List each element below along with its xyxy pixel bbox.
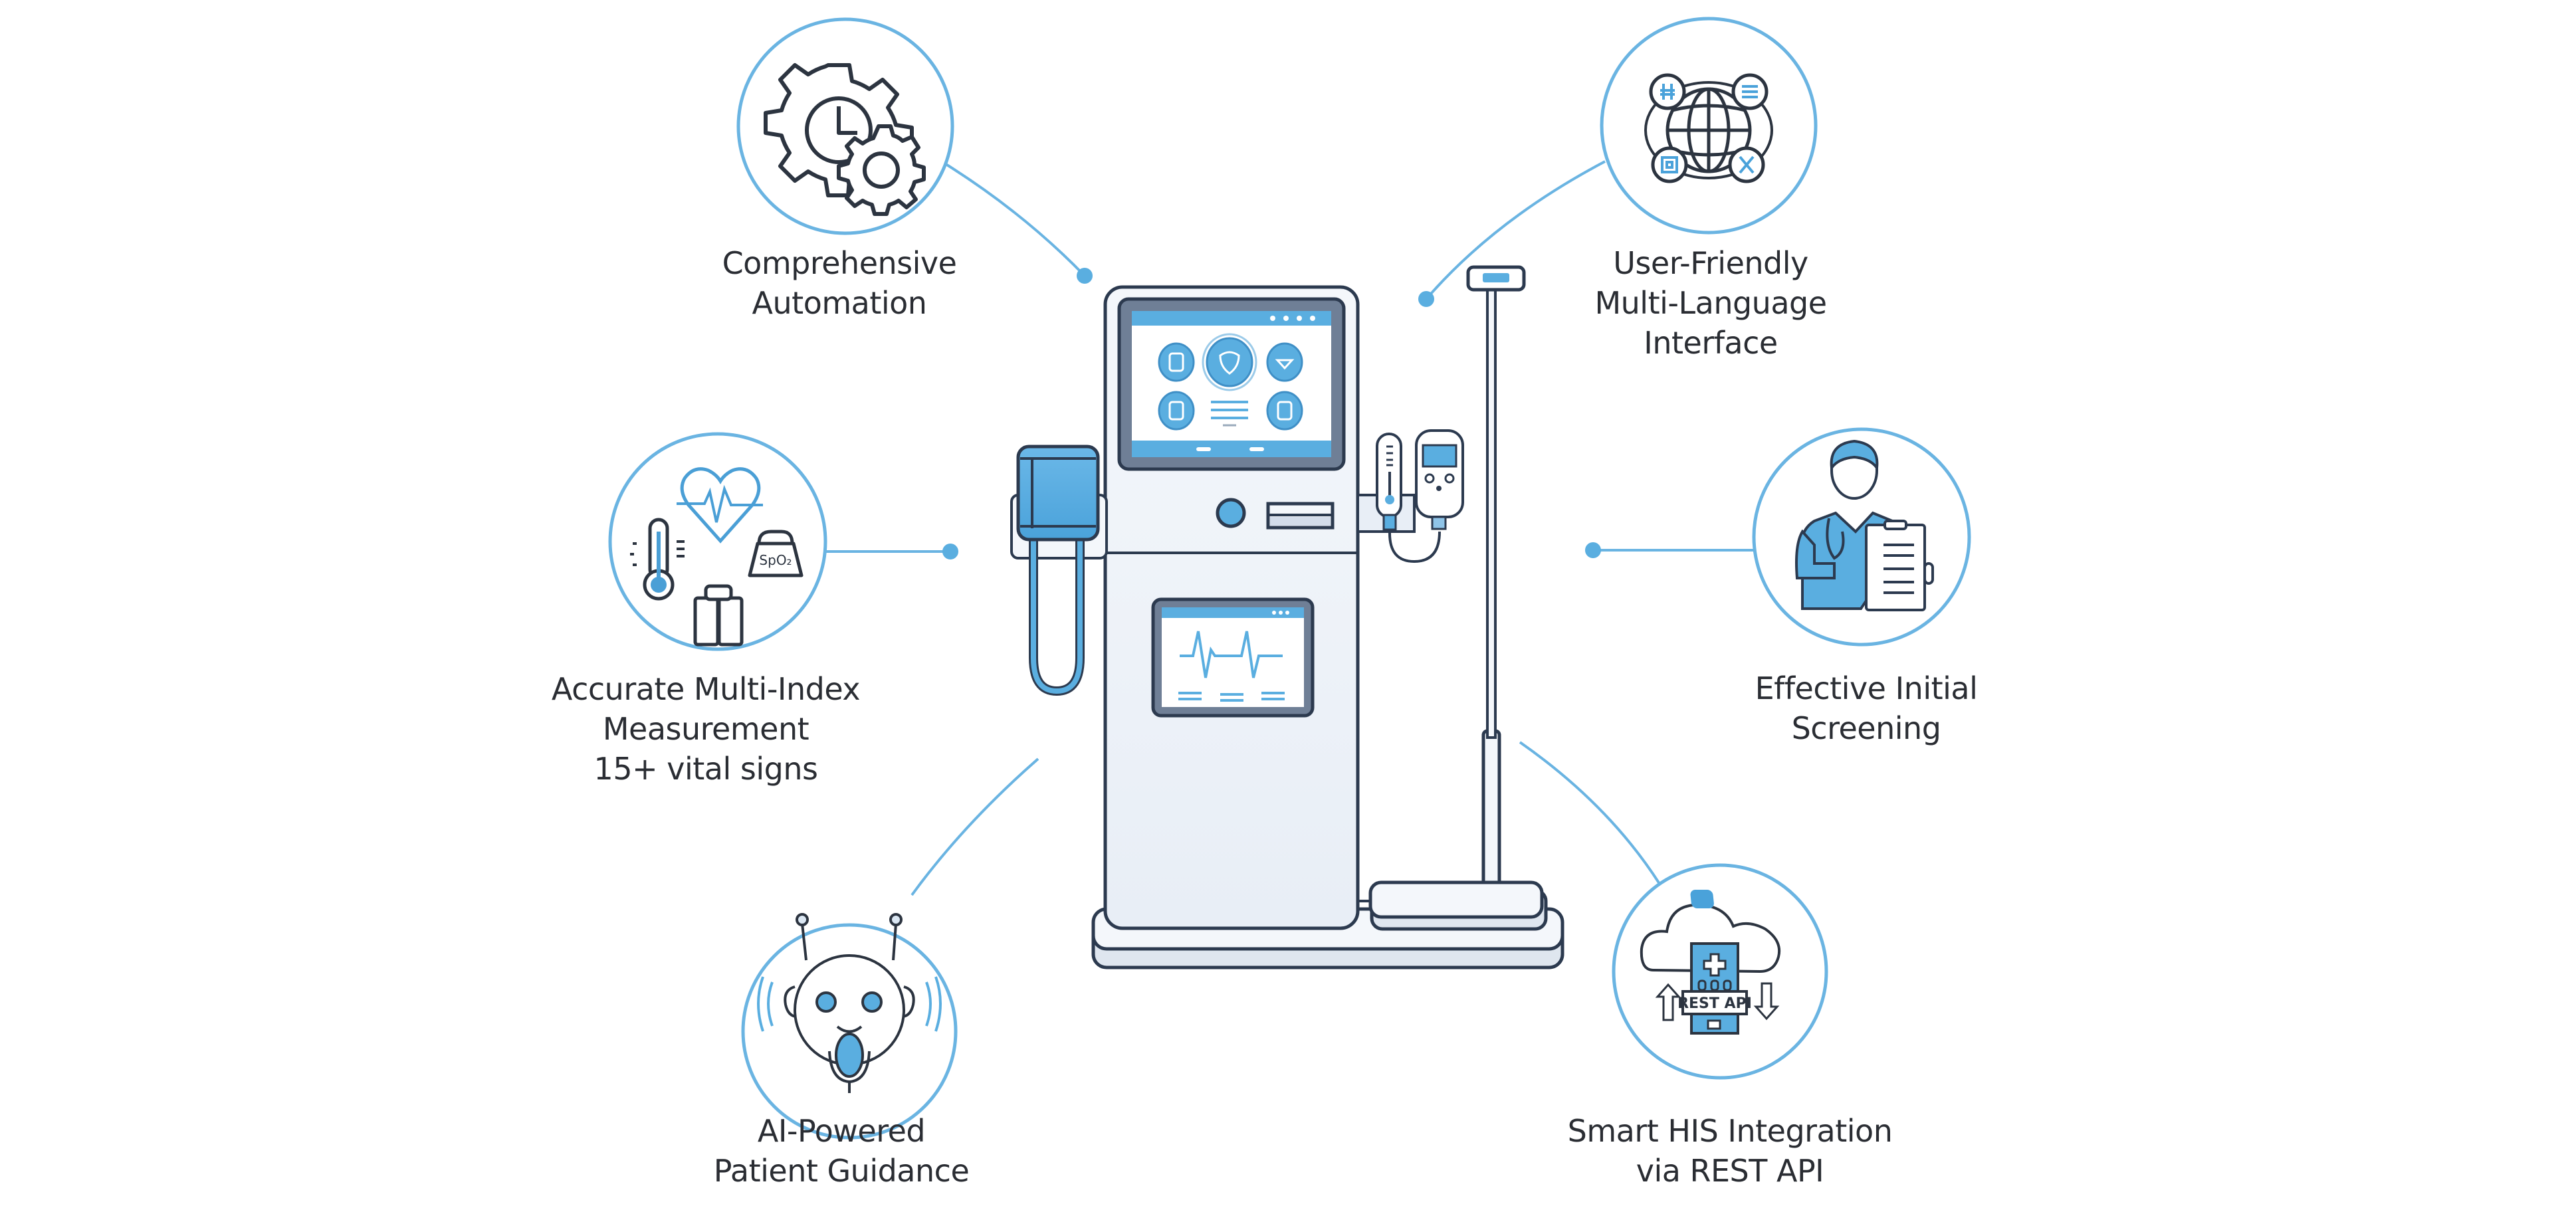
circle-automation — [736, 17, 954, 235]
feature-label-ai-guidance: AI-Powered Patient Guidance — [609, 1111, 1074, 1191]
label-line: Multi-Language — [1594, 285, 1827, 321]
label-line: Smart HIS Integration — [1567, 1113, 1893, 1149]
connector-dot-multi-language — [1418, 291, 1434, 307]
kiosk-main-screen — [1117, 297, 1346, 471]
label-line: Automation — [752, 285, 927, 321]
weight-label: SpO₂ — [759, 552, 792, 568]
cloud-hospital-api-icon: REST API — [1640, 903, 1780, 1035]
connector-dot-screening — [1585, 542, 1601, 558]
gear-clock-icon — [764, 63, 926, 216]
connector-multi-language — [1425, 160, 1606, 300]
label-line: Patient Guidance — [713, 1153, 970, 1189]
kiosk-button — [1216, 498, 1246, 528]
feature-label-measurement: Accurate Multi-Index Measurement 15+ vit… — [473, 669, 938, 789]
connector-lines — [825, 160, 1755, 896]
connector-automation — [942, 161, 1086, 277]
label-line: Interface — [1644, 325, 1778, 361]
label-line: Accurate Multi-Index — [551, 671, 861, 707]
connector-dot-automation — [1077, 268, 1093, 284]
vital-signs-icon: SpO₂ — [630, 467, 804, 647]
label-line: 15+ vital signs — [593, 751, 818, 787]
connector-dots — [942, 268, 1601, 559]
connector-dot-measurement — [942, 544, 958, 559]
label-line: Screening — [1791, 710, 1941, 746]
label-line: Comprehensive — [722, 245, 957, 281]
kiosk-ecg-screen — [1151, 597, 1315, 718]
connector-ai-guidance — [911, 758, 1039, 896]
kiosk-illustration — [1010, 265, 1714, 969]
globe-language-icon — [1644, 73, 1773, 183]
doctor-clipboard-icon — [1795, 439, 1934, 611]
connector-his-integration — [1519, 741, 1661, 885]
label-line: Measurement — [602, 711, 809, 747]
robot-assistant-icon — [757, 913, 942, 1093]
feature-label-multi-language: User-Friendly Multi-Language Interface — [1478, 243, 1943, 363]
label-line: Effective Initial — [1755, 670, 1978, 706]
kiosk-card-slot — [1266, 502, 1335, 530]
label-line: AI-Powered — [757, 1113, 926, 1149]
label-line: via REST API — [1636, 1153, 1824, 1189]
feature-label-screening: Effective Initial Screening — [1634, 668, 2099, 748]
feature-label-his-integration: Smart HIS Integration via REST API — [1497, 1111, 1963, 1191]
feature-label-automation: Comprehensive Automation — [607, 243, 1072, 323]
thermometer-and-oximeter — [1356, 429, 1464, 563]
label-line: User-Friendly — [1613, 245, 1808, 281]
weight-scale-platform — [1292, 880, 1714, 931]
rest-api-badge: REST API — [1677, 995, 1752, 1012]
height-measure-pole — [1466, 265, 1526, 896]
blood-pressure-cuff — [1010, 445, 1108, 696]
